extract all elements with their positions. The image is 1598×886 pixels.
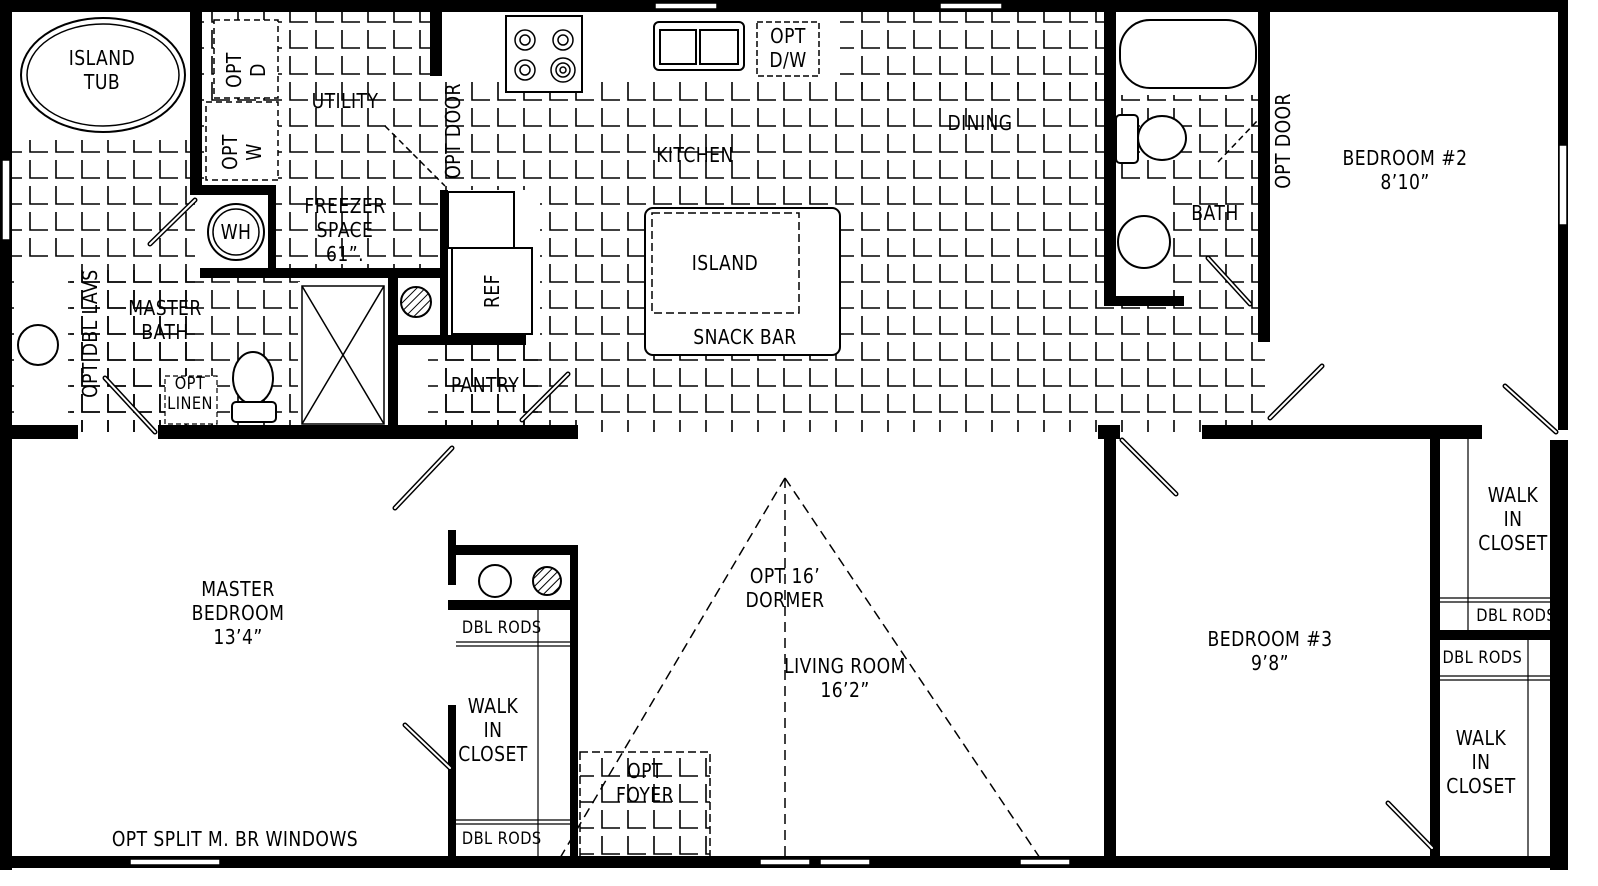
opt-dormer-label: OPT 16’DORMER [745,564,825,612]
toilet-icon [1137,115,1187,161]
range-icon [505,15,583,93]
island-label: ISLAND [691,251,759,275]
dbl-rods-label: DBL RODS [1476,606,1557,626]
opt-split-windows-label: OPT SPLIT M. BR WINDOWS [111,827,359,851]
dbl-rods-label: DBL RODS [461,618,542,638]
opt-door-bath-label: OPT DOOR [1271,93,1295,189]
kitchen-sink-icon [653,21,745,71]
toilet-icon [232,351,274,405]
shower-icon [301,285,385,425]
snack-bar-label: SNACK BAR [693,325,797,349]
island-tub-icon [20,17,186,133]
opt-door-utility-label: OPT DOOR [441,83,465,179]
bathtub-icon [1119,19,1257,89]
refrigerator-icon [451,247,533,335]
water-heater-icon [207,203,265,261]
interior-walls [0,12,1558,860]
bath-label: BATH [1191,201,1239,225]
sink-icon [1117,215,1171,269]
island-icon [644,207,841,356]
dbl-rods-label: DBL RODS [461,829,542,849]
dining-label: DINING [947,111,1013,135]
refrigerator-label: REF [480,274,504,309]
sink-icon [17,324,59,366]
pantry-label: PANTRY [450,373,520,397]
dormer-outline [559,477,1041,859]
utility-label: UTILITY [311,89,379,113]
water-heater-label: WH [220,220,252,244]
opt-dbl-lavs-label: OPT DBL LAVS [78,269,102,398]
kitchen-label: KITCHEN [656,143,734,167]
dbl-rods-label: DBL RODS [1442,648,1523,668]
